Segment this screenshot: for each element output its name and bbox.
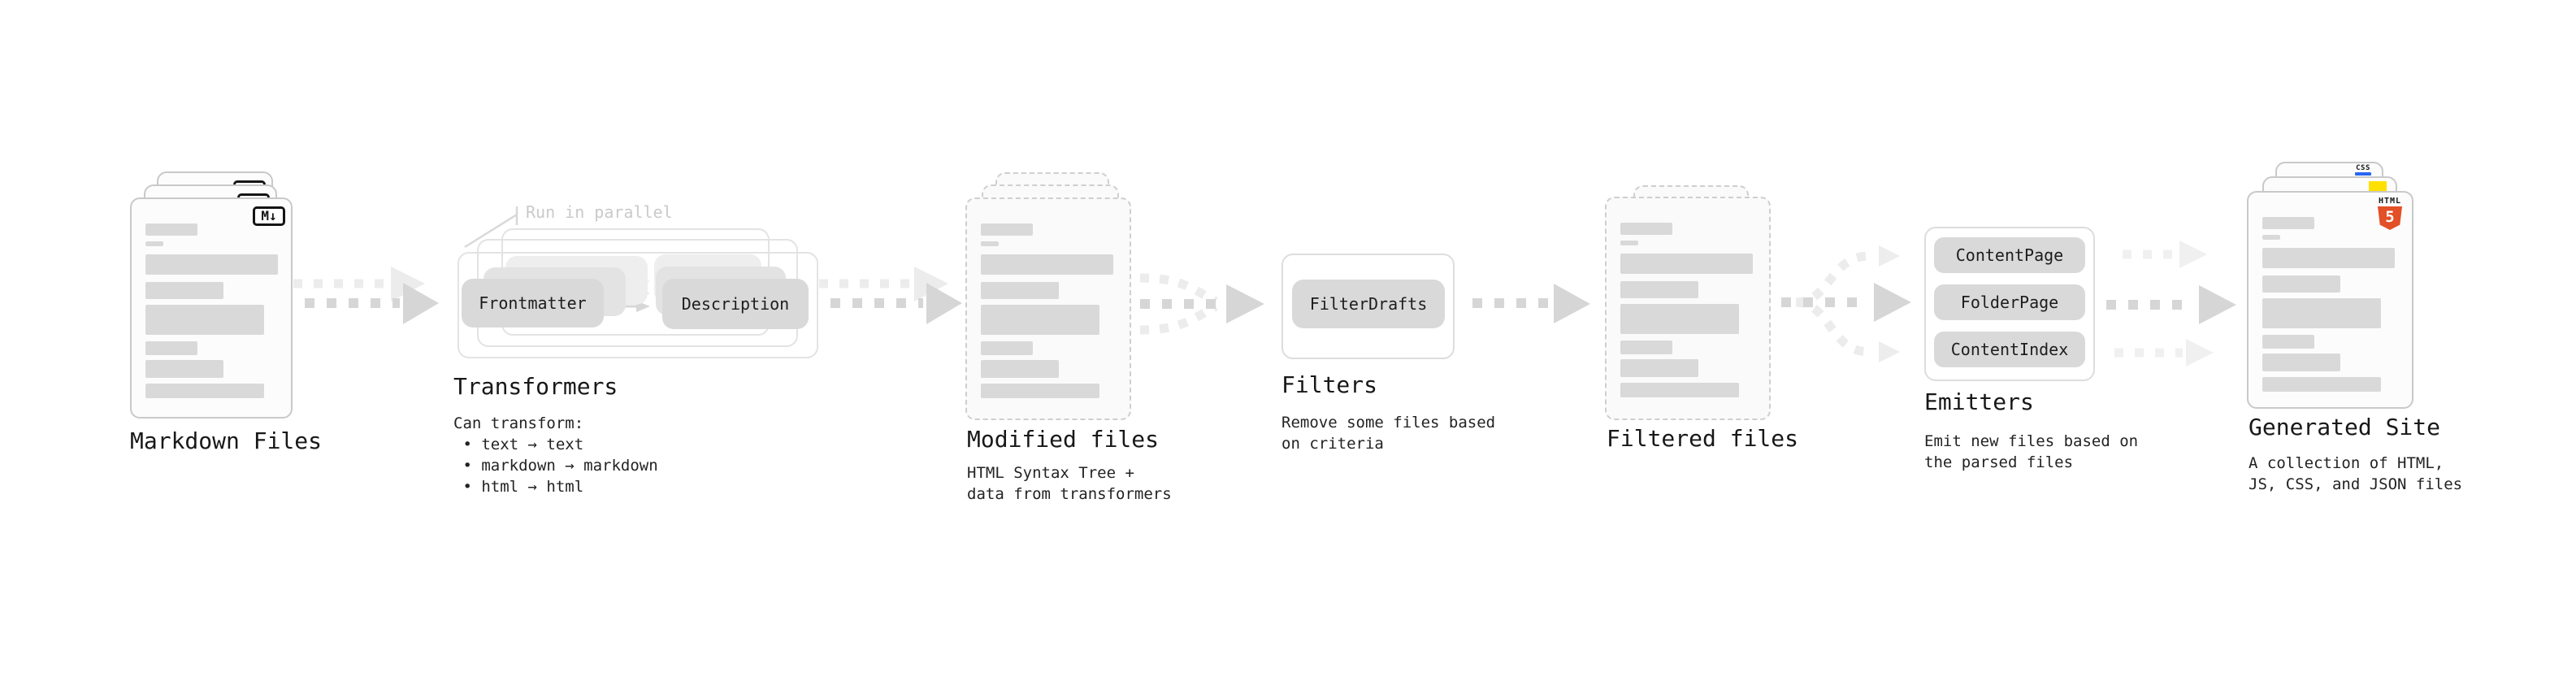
run-in-parallel-note: Run in parallel bbox=[526, 202, 673, 222]
filterdrafts-pill: FilterDrafts bbox=[1292, 280, 1445, 328]
folderpage-pill: FolderPage bbox=[1934, 284, 2085, 320]
contentpage-pill: ContentPage bbox=[1934, 237, 2085, 273]
frontmatter-pill: Frontmatter bbox=[462, 279, 604, 327]
filters-description: Remove some files based on criteria bbox=[1281, 414, 1496, 453]
javascript-icon bbox=[2369, 181, 2387, 192]
emitters-label: Emitters bbox=[1924, 388, 2034, 415]
description-pill: Description bbox=[662, 279, 809, 329]
text-placeholder-bars bbox=[145, 223, 278, 398]
transformers-label: Transformers bbox=[453, 373, 618, 400]
transformer-layer-front bbox=[458, 252, 818, 358]
emitters-description: Emit new files based on the parsed files bbox=[1924, 432, 2139, 471]
contentindex-pill: ContentIndex bbox=[1934, 332, 2085, 367]
modified-file-card-front bbox=[965, 197, 1131, 420]
arrow-emitters-to-generated bbox=[2106, 241, 2236, 367]
arrow-transformers-to-modified bbox=[819, 267, 962, 324]
text-placeholder-bars bbox=[1620, 223, 1753, 397]
filters-label: Filters bbox=[1281, 371, 1378, 398]
transformers-description: Can transform: • text → text • markdown … bbox=[453, 414, 658, 496]
text-placeholder-bars bbox=[2262, 217, 2395, 392]
text-placeholder-bars bbox=[981, 223, 1113, 398]
arrow-filters-to-filtered bbox=[1472, 284, 1590, 323]
generated-site-label: Generated Site bbox=[2249, 414, 2441, 440]
run-in-parallel-connector bbox=[464, 206, 518, 249]
markdown-file-card-front: M↓ bbox=[130, 197, 293, 419]
filtered-files-label: Filtered files bbox=[1607, 425, 1799, 452]
arrow-markdown-to-transformers bbox=[293, 267, 439, 324]
generated-site-description: A collection of HTML, JS, CSS, and JSON … bbox=[2249, 454, 2463, 493]
arrow-modified-to-filters bbox=[1139, 273, 1264, 335]
arrow-filtered-to-emitters bbox=[1781, 245, 1911, 362]
modified-files-label: Modified files bbox=[967, 426, 1160, 453]
html5-icon: HTML 5 bbox=[2376, 197, 2404, 230]
modified-files-description: HTML Syntax Tree + data from transformer… bbox=[967, 464, 1172, 503]
markdown-icon: M↓ bbox=[253, 206, 285, 226]
generated-file-card-front: HTML 5 bbox=[2247, 191, 2413, 409]
css-icon: CSS bbox=[2354, 165, 2372, 176]
filtered-file-card-front bbox=[1605, 197, 1771, 420]
markdown-files-label: Markdown Files bbox=[130, 427, 323, 454]
